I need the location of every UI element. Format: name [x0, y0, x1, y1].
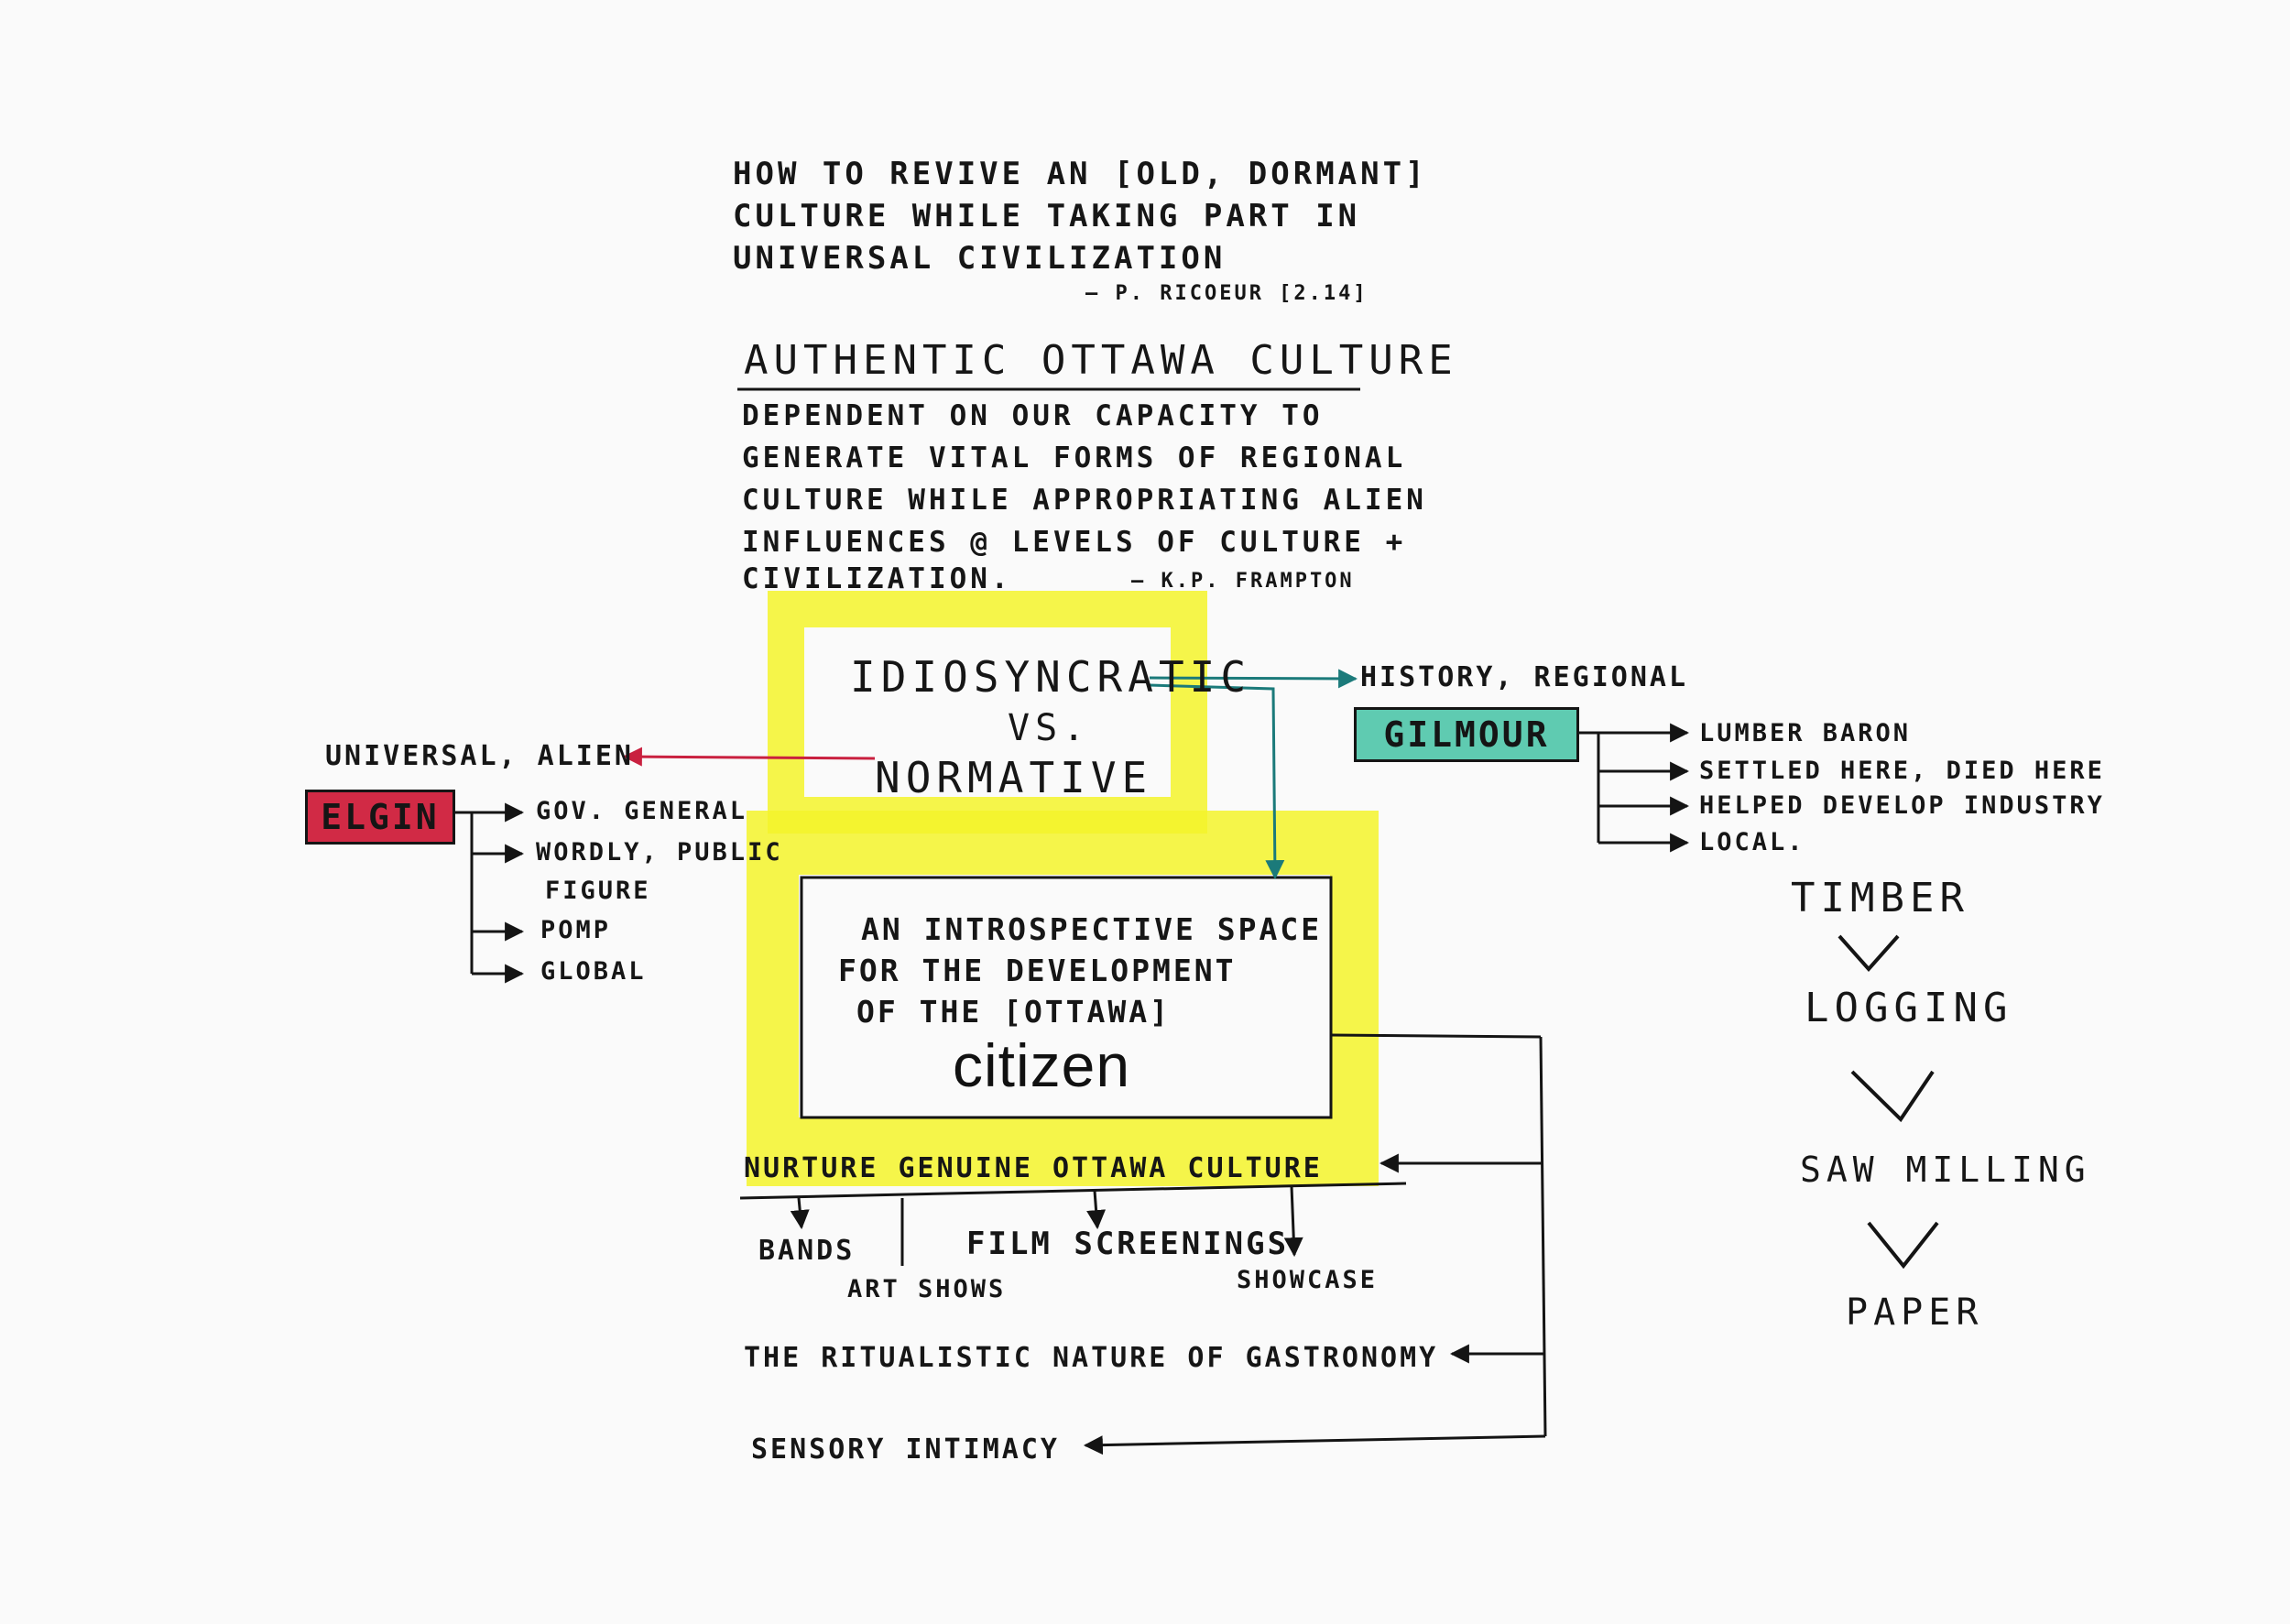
process-logging: LOGGING — [1805, 985, 2013, 1031]
gilmour-item-helped-develop: HELPED DEVELOP INDUSTRY — [1699, 791, 2105, 820]
elgin-item-wordly-public: WORDLY, PUBLIC — [536, 838, 783, 866]
box-line-2: FOR THE DEVELOPMENT — [838, 953, 1237, 988]
quote-line-3: UNIVERSAL CIVILIZATION — [733, 240, 1227, 277]
box-line-3: OF THE [OTTAWA] — [856, 994, 1172, 1030]
process-paper: PAPER — [1846, 1292, 1984, 1334]
center-vs: VS. — [1008, 707, 1091, 749]
heading-attribution: — K.P. FRAMPTON — [1131, 570, 1355, 593]
box-line-1: AN INTROSPECTIVE SPACE — [861, 911, 1323, 947]
gilmour-item-local: LOCAL. — [1699, 828, 1805, 856]
process-saw-milling: SAW MILLING — [1800, 1150, 2091, 1190]
heading-body-3: CULTURE WHILE APPROPRIATING ALIEN — [742, 484, 1427, 517]
bottom-item-film-screenings: FILM SCREENINGS — [966, 1226, 1290, 1262]
elgin-item-figure: FIGURE — [545, 877, 651, 905]
elgin-item-global: GLOBAL — [540, 957, 647, 986]
history-regional-label: HISTORY, REGIONAL — [1360, 661, 1689, 693]
gastronomy-label: THE RITUALISTIC NATURE OF GASTRONOMY — [744, 1342, 1439, 1374]
bottom-item-showcase: SHOWCASE — [1237, 1266, 1379, 1294]
highlight-lower-inner — [799, 875, 1330, 1117]
quote-line-1: HOW TO REVIVE AN [OLD, DORMANT] — [733, 156, 1428, 192]
heading-body-1: DEPENDENT ON OUR CAPACITY TO — [742, 399, 1324, 432]
center-idiosyncratic: IDIOSYNCRATIC — [850, 652, 1252, 702]
gilmour-item-lumber-baron: LUMBER BARON — [1699, 719, 1912, 747]
heading-body-2: GENERATE VITAL FORMS OF REGIONAL — [742, 441, 1407, 474]
nurture-label: NURTURE GENUINE OTTAWA CULTURE — [744, 1152, 1323, 1184]
highlight-upper-inner — [804, 627, 1171, 797]
elgin-tag: ELGIN — [305, 790, 455, 845]
heading-body-4: INFLUENCES @ LEVELS OF CULTURE + — [742, 526, 1407, 559]
sensory-intimacy-label: SENSORY INTIMACY — [751, 1433, 1060, 1466]
page-title: AUTHENTIC OTTAWA CULTURE — [744, 337, 1458, 384]
quote-line-2: CULTURE WHILE TAKING PART IN — [733, 198, 1361, 234]
elgin-item-gov-general: GOV. GENERAL — [536, 797, 748, 825]
elgin-item-pomp: POMP — [540, 916, 612, 944]
gilmour-tag: GILMOUR — [1354, 707, 1579, 762]
citizen-label: citizen — [953, 1031, 1131, 1099]
bottom-item-bands: BANDS — [758, 1235, 856, 1267]
quote-attribution: — P. RICOEUR [2.14] — [1085, 282, 1369, 305]
universal-alien-label: UNIVERSAL, ALIEN — [325, 740, 634, 772]
center-normative: NORMATIVE — [875, 753, 1153, 802]
process-timber: TIMBER — [1791, 875, 1969, 921]
heading-body-5: CIVILIZATION. — [742, 562, 1012, 595]
gilmour-item-settled: SETTLED HERE, DIED HERE — [1699, 757, 2105, 785]
bottom-item-art-shows: ART SHOWS — [847, 1275, 1007, 1303]
